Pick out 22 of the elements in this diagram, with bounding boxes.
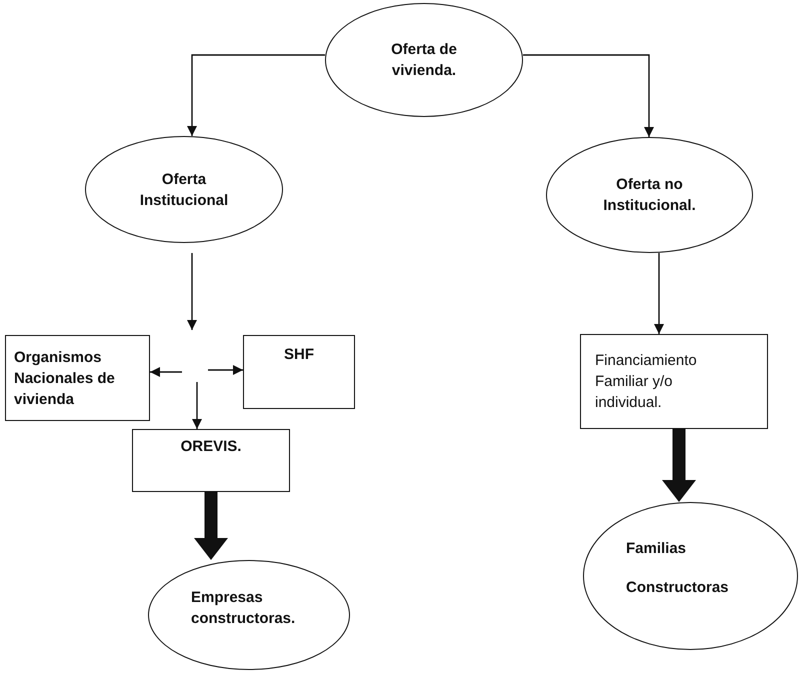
process-box [132, 429, 290, 492]
node-label: Oferta no Institucional. [602, 175, 697, 216]
node-label: SHF [284, 345, 314, 365]
arrow [187, 54, 325, 136]
node-label: Empresas constructoras. [191, 588, 296, 629]
arrow [654, 253, 664, 334]
node-label: Oferta de vivienda. [390, 40, 458, 81]
node-label: Familias Constructoras [626, 539, 730, 598]
node-label: Oferta Institucional [138, 170, 230, 210]
arrow [523, 54, 654, 137]
block-arrow [194, 492, 228, 560]
arrow [192, 382, 202, 429]
block-arrow [662, 429, 696, 502]
node-label: OREVIS. [180, 437, 242, 457]
arrow [208, 365, 243, 375]
process-box [243, 335, 355, 409]
process-box [580, 334, 768, 429]
process-box [5, 335, 150, 421]
node-label: Financiamiento Familiar y/o individual. [595, 351, 698, 413]
node-label: Organismos Nacionales de vivienda [14, 348, 116, 410]
arrow [187, 253, 197, 330]
arrow [150, 367, 182, 377]
